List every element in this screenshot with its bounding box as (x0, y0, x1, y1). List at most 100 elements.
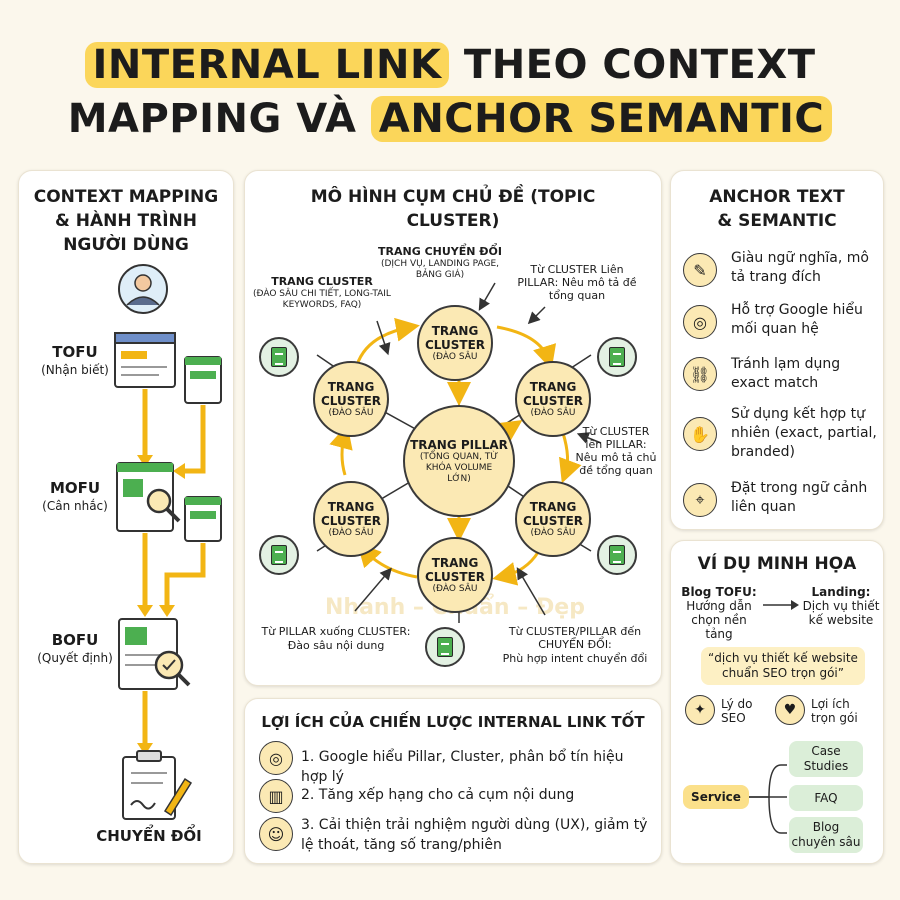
landing-page: Landing: Dịch vụ thiết kế website (799, 585, 883, 627)
anchor-title: ANCHOR TEXT & SEMANTIC (709, 187, 845, 231)
cluster-subtitle: (ĐÀO SÂU (328, 527, 374, 538)
convert-page-subtitle: (DỊCH VỤ, LANDING PAGE, BẢNG GIÁ) (380, 259, 500, 280)
document-icon (425, 627, 465, 667)
faq-node: FAQ (789, 785, 863, 811)
cluster-node-lower-right: TRANG CLUSTER(ĐÀO SÂU (515, 481, 591, 557)
anchor-item-4: Sử dụng kết hợp tự nhiên (exact, partial… (731, 406, 877, 460)
note-bottom-right-a: Từ CLUSTER/PILLAR đến CHUYỂN ĐỔI: (508, 625, 642, 651)
users-icon: ☺ (259, 817, 293, 851)
right-arrow-icon (763, 600, 799, 610)
anchor-item-5: Đặt trong ngữ cảnh liên quan (731, 480, 868, 515)
note-bottom-left-a: Từ PILLAR xuống CLUSTER: (261, 625, 411, 638)
cluster-node-upper-right: TRANG CLUSTER(ĐÀO SÂU (515, 361, 591, 437)
cluster-title: TRANG CLUSTER (320, 499, 382, 528)
anchor-text-card: ANCHOR TEXT & SEMANTIC ✎ Giàu ngữ nghĩa,… (670, 170, 884, 530)
anchor-item-2: Hỗ trợ Google hiểu mối quan hệ (731, 302, 863, 337)
page-title: INTERNAL LINK THEO CONTEXT MAPPING VÀ AN… (0, 38, 900, 146)
topic-cluster-card: Nhanh – Chuẩn – Đẹp MÔ HÌNH CỤM CHỦ ĐỀ (… (244, 170, 662, 686)
example-title: VÍ DỤ MINH HỌA (697, 554, 857, 574)
bofu-check-icon (118, 618, 191, 690)
cluster-node-top: TRANG CLUSTER(ĐÀO SÂU (417, 305, 493, 381)
anchor-quote: “dịch vụ thiết kế website chuẩn SEO trọn… (701, 647, 865, 685)
user-avatar-icon (118, 264, 168, 314)
cluster-node-upper-left: TRANG CLUSTER(ĐÀO SÂU (313, 361, 389, 437)
cluster-subtitle: (ĐÀO SÂU (530, 407, 576, 418)
service-node: Service (683, 785, 749, 809)
chart-icon: ▥ (259, 779, 293, 813)
reason-label: Lý do SEO (721, 697, 753, 725)
cluster-title: TRANG CLUSTER (424, 555, 486, 584)
note-right-line-b: lên PILLAR: (585, 438, 647, 451)
document-icon (597, 535, 637, 575)
example-card: VÍ DỤ MINH HỌA Blog TOFU: Hướng dẫn chọn… (670, 540, 884, 864)
title-highlight-1: INTERNAL LINK (84, 42, 450, 88)
case-studies-node: Case Studies (789, 741, 863, 777)
note-right-line-a: Từ CLUSTER (582, 425, 650, 438)
blog-tofu-subtitle: Hướng dẫn chọn nền tảng (686, 599, 752, 641)
mofu-label: MOFU (49, 479, 101, 497)
clipboard-pencil-icon (122, 750, 193, 820)
anchor-item-1: Giàu ngữ nghĩa, mô tả trang đích (731, 250, 869, 285)
title-line1-rest: THEO CONTEXT (463, 42, 816, 88)
title-line2-rest: MAPPING VÀ (67, 96, 357, 142)
cluster-node-lower-left: TRANG CLUSTER(ĐÀO SÂU (313, 481, 389, 557)
note-bottom-right-b: Phù hợp intent chuyển đổi (502, 652, 648, 665)
cluster-subtitle: (ĐÀO SÂU (432, 583, 478, 594)
cluster-title: TRANG CLUSTER (424, 323, 486, 352)
cluster-node-bottom: TRANG CLUSTER(ĐÀO SÂU (417, 537, 493, 613)
cluster-page-label: TRANG CLUSTER (ĐÀO SÂU CHI TIẾT, LONG-TA… (253, 275, 391, 311)
context-mapping-card: CONTEXT MAPPING & HÀNH TRÌNH NGƯỜI DÙNG (18, 170, 234, 864)
benefit-item-2: 2. Tăng xếp hạng cho cả cụm nội dung (301, 787, 575, 803)
title-highlight-2: ANCHOR SEMANTIC (370, 96, 833, 142)
map-pin-icon: ⌖ (683, 483, 717, 517)
cluster-page-title: TRANG CLUSTER (271, 275, 373, 288)
anchor-item-3: Tránh lạm dụng exact match (731, 356, 841, 391)
cluster-page-subtitle: (ĐÀO SÂU CHI TIẾT, LONG-TAIL KEYWORDS, F… (253, 289, 391, 310)
blog-tofu-title: Blog TOFU: (681, 585, 757, 599)
hand-icon: ✋ (683, 417, 717, 451)
blog-deep-node: Blog chuyên sâu (789, 817, 863, 853)
cluster-title: TRANG CLUSTER (522, 499, 584, 528)
handshake-icon: ♥ (775, 695, 805, 725)
landing-subtitle: Dịch vụ thiết kế website (802, 599, 880, 627)
benefit-item-3: 3. Cải thiện trải nghiệm người dùng (UX)… (301, 817, 648, 853)
mofu-sublabel: (Cân nhắc) (42, 499, 108, 513)
note-cluster-to-pillar-top: Từ CLUSTER Liên PILLAR: Nêu mô tả đề tổn… (517, 263, 637, 302)
pen-icon: ✎ (683, 253, 717, 287)
journey-diagram (114, 264, 222, 820)
target-icon: ◎ (683, 305, 717, 339)
service-branches (749, 764, 787, 834)
bulb-icon: ✦ (685, 695, 715, 725)
benefits-title: LỢI ÍCH CỦA CHIẾN LƯỢC INTERNAL LINK TỐT (261, 713, 645, 731)
benefit-label: Lợi ích trọn gói (811, 697, 858, 725)
tofu-browser-icon (114, 332, 222, 404)
cluster-title: TRANG CLUSTER (320, 379, 382, 408)
cluster-subtitle: (ĐÀO SÂU (328, 407, 374, 418)
benefits-card: LỢI ÍCH CỦA CHIẾN LƯỢC INTERNAL LINK TỐT… (244, 698, 662, 864)
bofu-label: BOFU (51, 631, 99, 649)
cluster-subtitle: (ĐÀO SÂU (530, 527, 576, 538)
convert-page-title: TRANG CHUYỂN ĐỔI (378, 245, 502, 258)
note-right-line-c: Nêu mô tả chủ đề tổng quan (575, 451, 657, 477)
pillar-title: TRANG PILLAR (410, 437, 508, 452)
cluster-title: TRANG CLUSTER (522, 379, 584, 408)
convert-label: CHUYỂN ĐỔI (96, 827, 202, 845)
note-pillar-to-cluster: Từ PILLAR xuống CLUSTER: Đào sâu nội dun… (261, 625, 411, 653)
broken-link-icon: ⛓ (683, 357, 717, 391)
tofu-sublabel: (Nhận biết) (41, 363, 109, 377)
document-icon (597, 337, 637, 377)
blog-tofu: Blog TOFU: Hướng dẫn chọn nền tảng (677, 585, 761, 641)
note-bottom-left-b: Đào sâu nội dung (287, 639, 385, 652)
document-icon (259, 337, 299, 377)
pillar-subtitle: (TỔNG QUAN, TỪ KHÓA VOLUME LỚN) (419, 451, 499, 484)
note-to-conversion: Từ CLUSTER/PILLAR đến CHUYỂN ĐỔI: Phù hợ… (489, 625, 661, 666)
landing-title: Landing: (811, 585, 871, 599)
context-mapping-title: CONTEXT MAPPING & HÀNH TRÌNH NGƯỜI DÙNG (33, 187, 219, 255)
pillar-node: TRANG PILLAR (TỔNG QUAN, TỪ KHÓA VOLUME … (403, 405, 515, 517)
document-icon (259, 535, 299, 575)
bofu-sublabel: (Quyết định) (37, 651, 113, 665)
target-icon: ◎ (259, 741, 293, 775)
tofu-label: TOFU (52, 343, 98, 361)
topic-cluster-title: MÔ HÌNH CỤM CHỦ ĐỀ (TOPIC CLUSTER) (310, 187, 596, 231)
benefit-item-1: 1. Google hiểu Pillar, Cluster, phân bổ … (301, 749, 624, 785)
